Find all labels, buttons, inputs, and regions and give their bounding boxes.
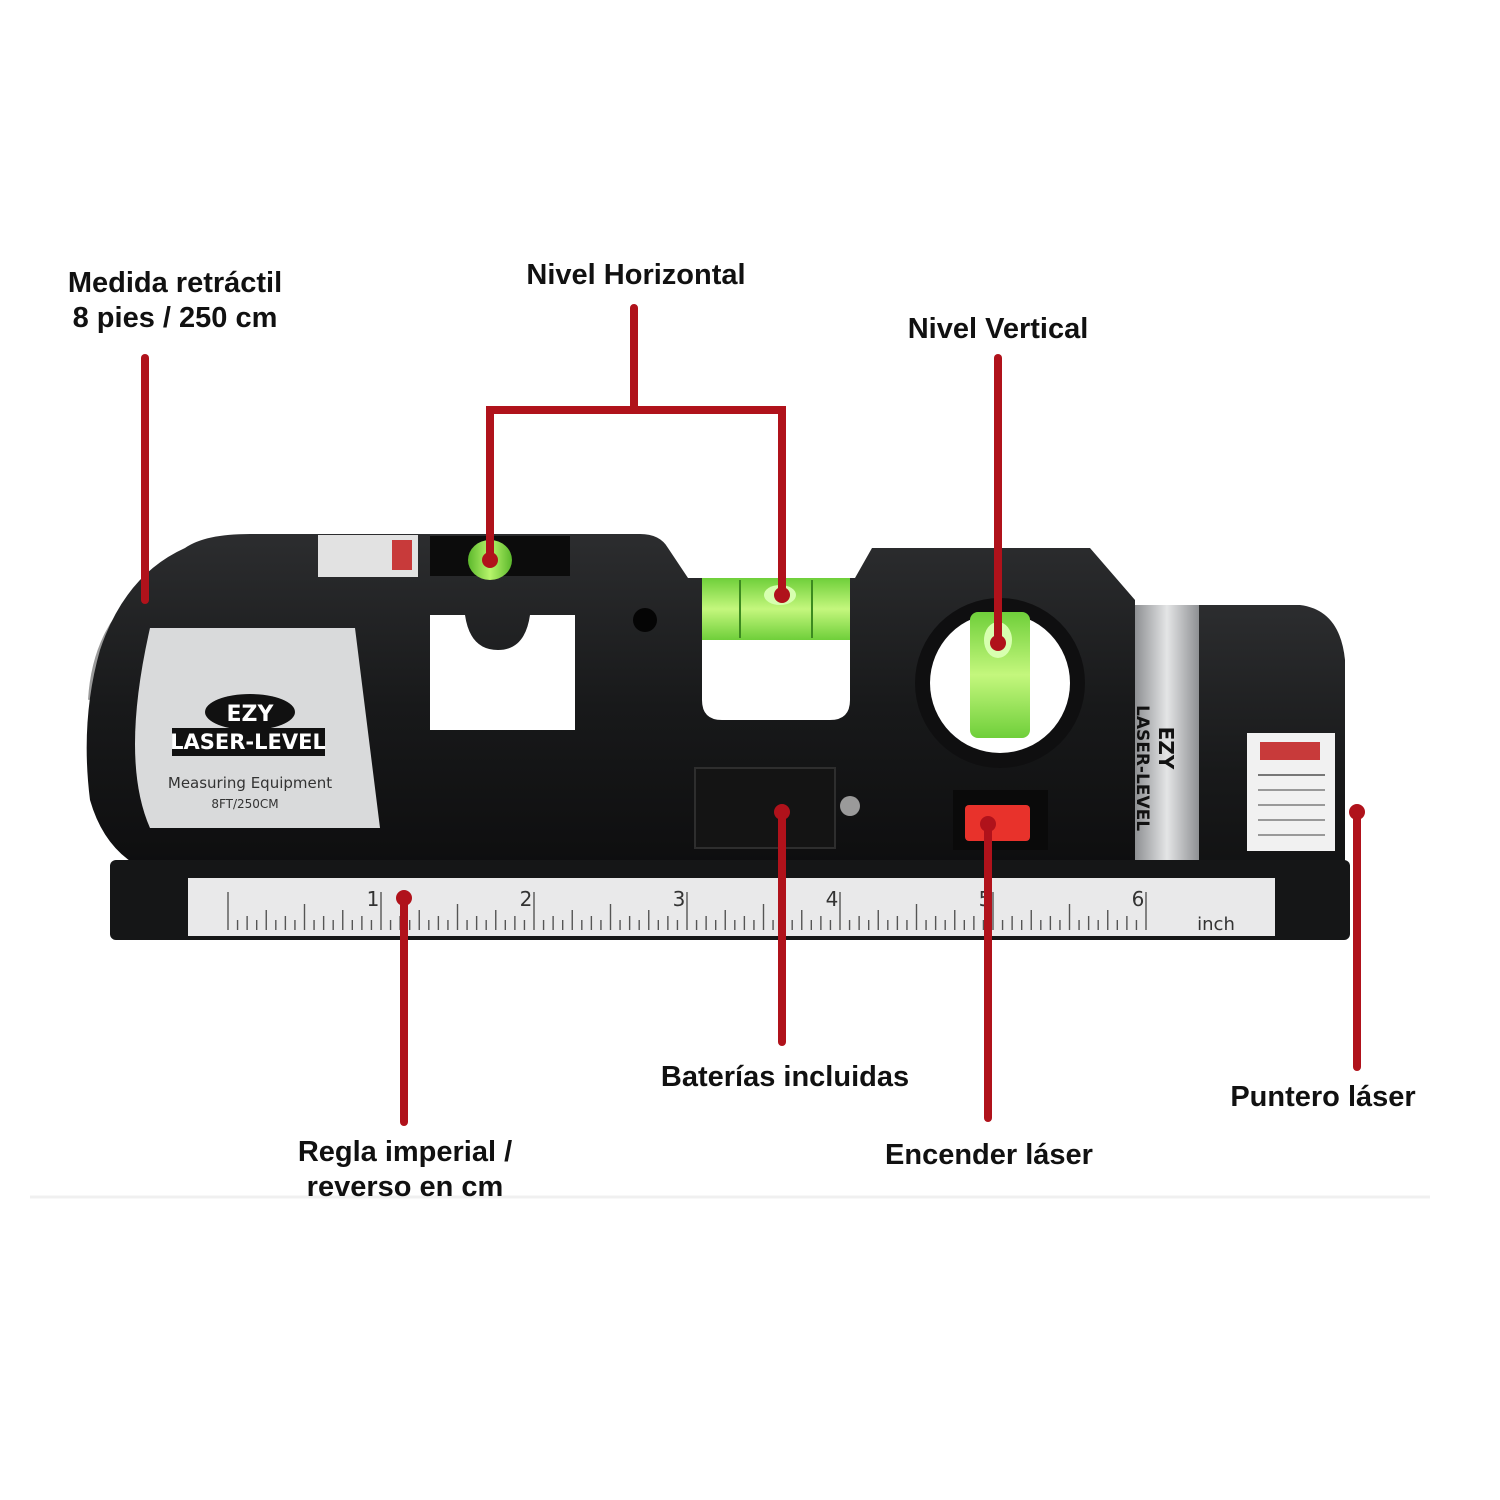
leader-line-horizontal-left — [486, 304, 638, 564]
ruler-number: 6 — [1132, 887, 1145, 911]
ruler-number: 1 — [367, 887, 380, 911]
callout-laser-pointer-text: Puntero láser — [1230, 1081, 1416, 1113]
ruler — [188, 878, 1275, 936]
leader-lines — [141, 304, 1361, 1126]
brand-oval — [205, 694, 295, 730]
callout-batteries: Baterías incluidas — [635, 1060, 935, 1095]
side-brand-text: EZY — [1154, 727, 1178, 770]
silver-band — [1135, 605, 1199, 867]
spec-text: 8FT/250CM — [211, 797, 278, 811]
battery-cover — [694, 767, 836, 849]
subtitle-text: Measuring Equipment — [168, 774, 332, 792]
model-text: LASER-LEVEL — [170, 730, 326, 754]
callout-ruler-line1: Regla imperial / — [297, 1136, 513, 1168]
ruler-number: 4 — [826, 887, 839, 911]
callout-laser-switch-text: Encender láser — [885, 1139, 1093, 1171]
hand-hole — [430, 615, 575, 730]
callout-batteries-text: Baterías incluidas — [660, 1061, 910, 1093]
callout-laser-switch: Encender láser — [860, 1138, 1118, 1173]
ruler-ticks — [227, 892, 1147, 930]
callout-horizontal-level-text: Nivel Horizontal — [526, 259, 746, 291]
callout-tape-line2: 8 pies / 250 cm — [72, 302, 278, 334]
callout-laser-pointer: Puntero láser — [1212, 1080, 1434, 1115]
ruler-number: 2 — [520, 887, 533, 911]
side-model-text: LASER-LEVEL — [1132, 705, 1152, 831]
callout-tape: Medida retráctil 8 pies / 250 cm — [45, 266, 305, 336]
callout-vertical-level: Nivel Vertical — [880, 312, 1116, 347]
mount-screw — [633, 608, 657, 632]
callout-ruler: Regla imperial / reverso en cm — [270, 1135, 540, 1205]
leader-line-horizontal-right — [630, 406, 786, 599]
center-window — [702, 640, 850, 720]
ruler-unit-text: inch — [1197, 914, 1235, 935]
callout-tape-line1: Medida retráctil — [67, 267, 283, 299]
callout-horizontal-level: Nivel Horizontal — [500, 258, 772, 293]
laser-switch — [965, 805, 1030, 841]
leader-dots — [396, 552, 1365, 906]
callout-ruler-line2: reverso en cm — [306, 1171, 504, 1203]
callout-vertical-level-text: Nivel Vertical — [907, 313, 1089, 345]
battery-screw — [840, 796, 860, 816]
brand-text: EZY — [227, 702, 275, 727]
ruler-number: 3 — [673, 887, 686, 911]
